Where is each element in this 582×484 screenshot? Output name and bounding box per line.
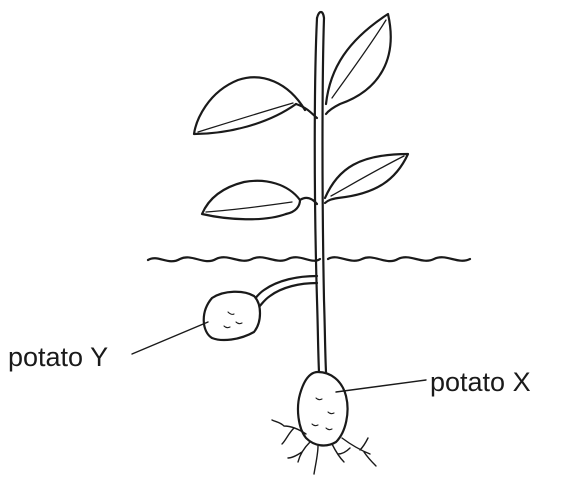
label-potato-x: potato X [430,369,531,396]
leader-line-potato-x [336,380,426,392]
potato-x [298,372,348,445]
label-potato-y: potato Y [8,344,108,371]
stolon [252,276,317,308]
potato-y [204,292,260,340]
soil-surface-line [148,257,470,261]
main-stem [315,12,326,372]
leader-line-potato-y [132,322,208,354]
leaf-middle-right [325,154,408,203]
leaf-middle-left [202,181,317,219]
leaf-upper-right [326,14,391,114]
leaf-upper-left [194,77,317,134]
